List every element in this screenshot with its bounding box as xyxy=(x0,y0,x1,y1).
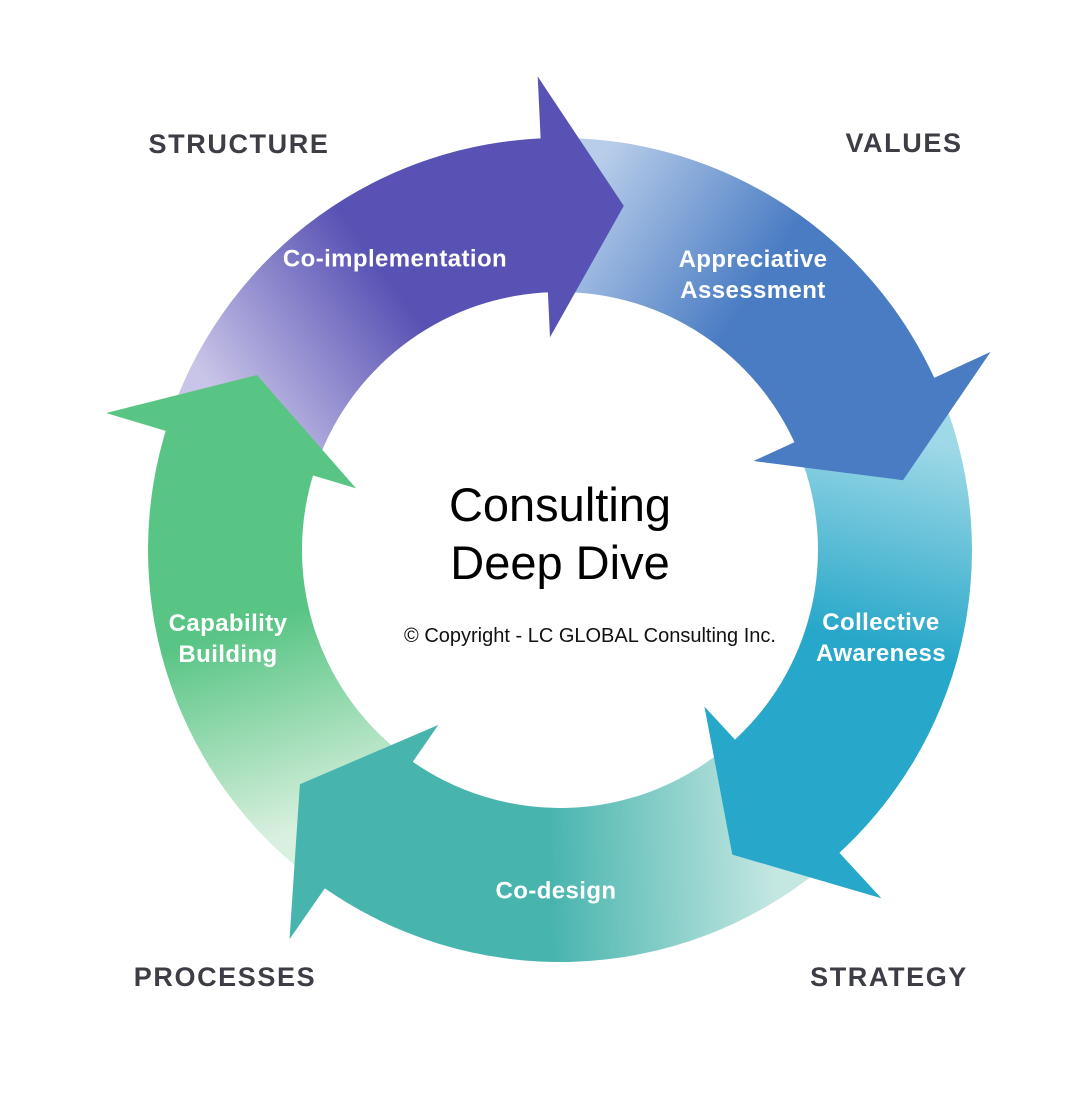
segment-band-co-implementation xyxy=(172,138,554,462)
segment-band-capability-building xyxy=(148,422,402,875)
outer-label-values: VALUES xyxy=(845,128,963,158)
diagram-title: Consulting Deep Dive xyxy=(448,478,672,589)
segment-arrowhead-appreciative-assessment xyxy=(753,351,991,481)
outer-label-structure: STRUCTURE xyxy=(148,129,330,159)
segment-label-co-implementation: Co-implementation xyxy=(282,245,508,273)
segment-arrowhead-co-implementation xyxy=(537,76,624,338)
segment-label-capability-building: Capability Building xyxy=(168,610,288,668)
segment-label-collective-awareness: Collective Awareness xyxy=(816,609,946,667)
segment-bands xyxy=(148,138,972,963)
outer-label-processes: PROCESSES xyxy=(133,962,317,992)
segment-arrowhead-co-design xyxy=(289,724,439,940)
segment-label-appreciative-assessment: Appreciative Assessment xyxy=(678,246,828,304)
segment-arrowhead-collective-awareness xyxy=(704,706,882,899)
segment-arrowheads xyxy=(106,76,991,940)
segment-label-co-design: Co-design xyxy=(495,877,617,905)
segment-band-co-design xyxy=(317,749,823,963)
segment-band-collective-awareness xyxy=(731,399,972,859)
segment-arrowhead-capability-building xyxy=(106,375,357,489)
copyright-notice: © Copyright - LC GLOBAL Consulting Inc. xyxy=(404,625,776,647)
segment-band-appreciative-assessment xyxy=(562,138,938,448)
outer-label-strategy: STRATEGY xyxy=(810,962,968,992)
